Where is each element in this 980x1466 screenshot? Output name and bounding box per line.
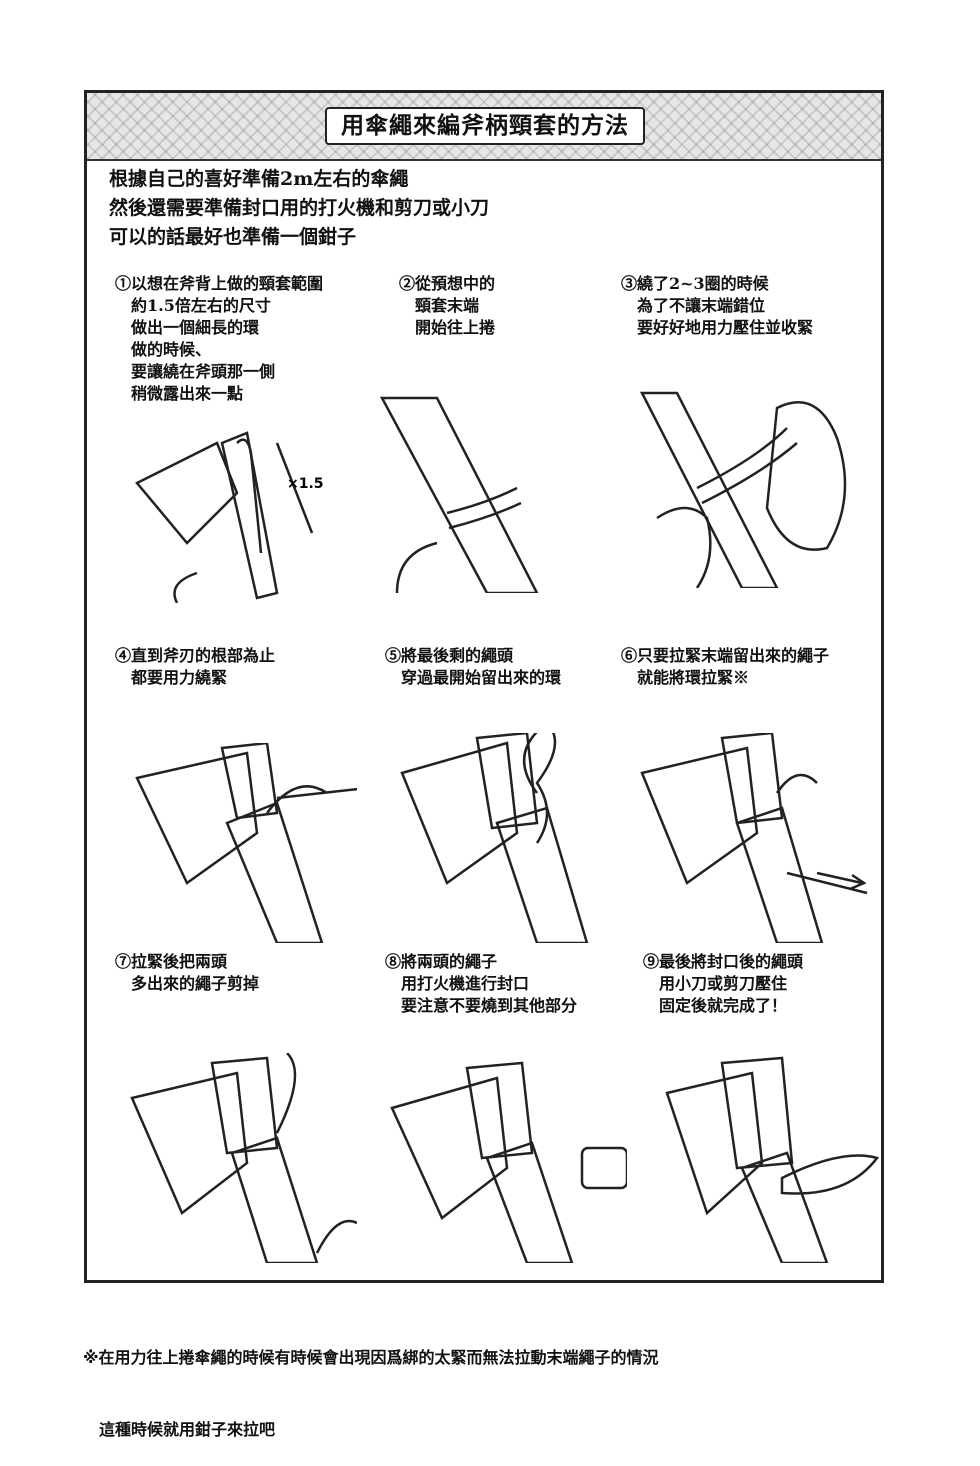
axe-icon xyxy=(640,733,868,943)
rope-icon xyxy=(236,438,263,554)
footnote: ※在用力往上捲傘繩的時候有時候會出現因爲綁的太緊而無法拉動末端繩子的情況 這種時… xyxy=(83,1298,659,1466)
step-5-text: ⑤將最後剩的繩頭 穿過最開始留出來的環 xyxy=(385,646,562,687)
multiplier-label: ×1.5 xyxy=(287,476,324,492)
axe-icon xyxy=(130,1053,357,1263)
step-1-text: ①以想在斧背上做的頸套範圍 約1.5倍左右的尺寸 做出一個細長的環 做的時候、 … xyxy=(115,274,324,403)
step-7-text: ⑦拉緊後把兩頭 多出來的繩子剪掉 xyxy=(115,952,260,993)
rope-icon xyxy=(775,773,868,895)
step-9-text: ⑨最後將封口後的繩頭 用小刀或剪刀壓住 固定後就完成了！ xyxy=(643,952,804,1015)
axe-icon xyxy=(665,1056,880,1263)
intro-line: 根據自己的喜好準備2m左右的傘繩 xyxy=(109,168,409,190)
arrow-icon xyxy=(816,871,867,891)
intro-text: 根據自己的喜好準備2m左右的傘繩 然後還需要準備封口用的打火機和剪刀或小刀 可以… xyxy=(109,165,489,252)
page-title: 用傘繩來編斧柄頸套的方法 xyxy=(325,107,645,145)
lighter-icon xyxy=(580,1146,627,1190)
axe-icon: ×1.5 xyxy=(135,431,324,603)
step-6-text: ⑥只要拉緊末端留出來的繩子 就能將環拉緊※ xyxy=(621,646,830,687)
footnote-line: 這種時候就用鉗子來拉吧 xyxy=(83,1420,276,1439)
axe-handle-icon xyxy=(379,396,539,593)
step-8-text: ⑧將兩頭的繩子 用打火機進行封口 要注意不要燒到其他部分 xyxy=(385,952,578,1015)
step-4-text: ④直到斧刃的根部為止 都要用力繞緊 xyxy=(115,646,276,687)
intro-line: 可以的話最好也準備一個鉗子 xyxy=(109,226,357,248)
title-banner: 用傘繩來編斧柄頸套的方法 xyxy=(87,93,881,161)
footnote-line: ※在用力往上捲傘繩的時候有時候會出現因爲綁的太緊而無法拉動末端繩子的情況 xyxy=(83,1348,659,1367)
knife-icon xyxy=(780,1154,880,1195)
axe-icon xyxy=(400,733,589,943)
rope-icon xyxy=(275,1053,357,1254)
rope-icon xyxy=(522,733,557,844)
intro-line: 然後還需要準備封口用的打火機和剪刀或小刀 xyxy=(109,197,490,219)
rope-icon xyxy=(266,785,357,814)
step-3-text: ③繞了2~3圈的時候 為了不讓末端錯位 要好好地用力壓住並收緊 xyxy=(621,274,814,337)
rope-icon xyxy=(395,486,522,593)
instruction-panel: 用傘繩來編斧柄頸套的方法 根據自己的喜好準備2m左右的傘繩 然後還需要準備封口用… xyxy=(84,90,884,1283)
axe-icon xyxy=(135,743,357,943)
hand-icon xyxy=(639,391,847,588)
step-2-text: ②從預想中的 頸套末端 開始往上捲 xyxy=(399,274,496,337)
axe-icon xyxy=(390,1061,627,1263)
